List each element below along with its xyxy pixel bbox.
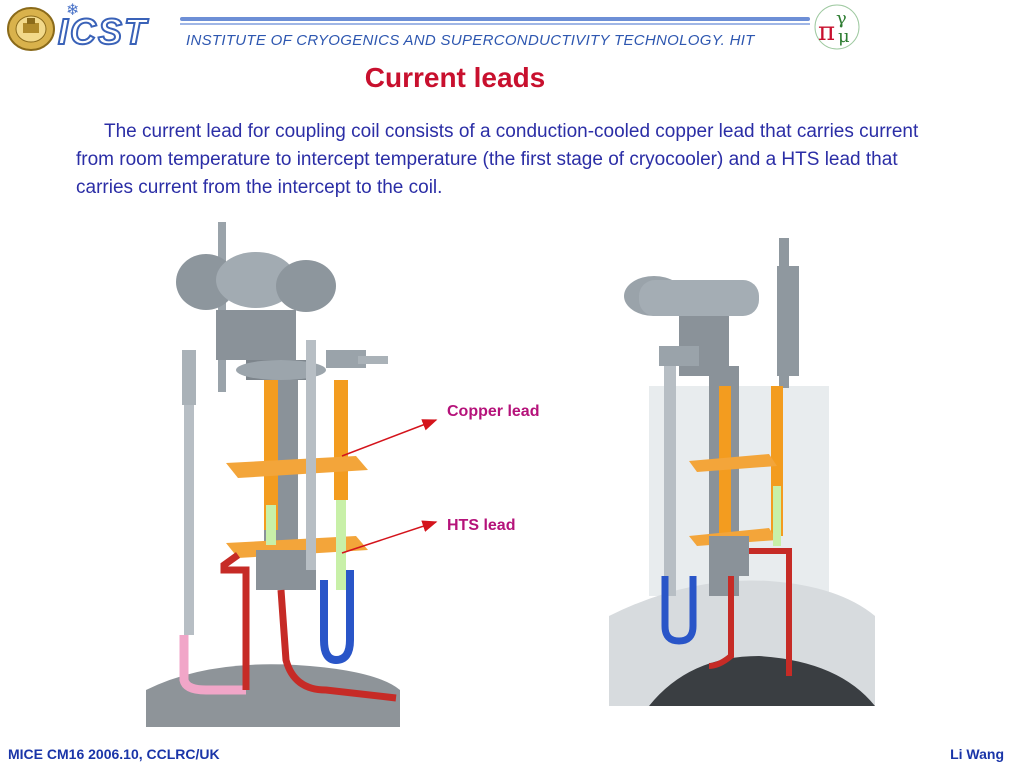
current-lead-render-left: [146, 220, 400, 727]
svg-text:μ: μ: [838, 26, 850, 47]
description-paragraph: The current lead for coupling coil consi…: [76, 121, 919, 198]
hts-lead-label: HTS lead: [447, 517, 516, 534]
banner-line-thin: [180, 23, 810, 25]
institute-name: INSTITUTE OF CRYOGENICS AND SUPERCONDUCT…: [186, 32, 755, 49]
footer-event: MICE CM16 2006.10, CCLRC/UK: [8, 746, 220, 762]
copper-lead-label: Copper lead: [447, 403, 540, 420]
icst-logo: ICST: [57, 11, 149, 52]
university-seal-icon: [7, 7, 55, 51]
svg-text:γ: γ: [836, 8, 847, 29]
pi-mu-logo-icon: π γ μ: [814, 4, 860, 50]
header: ❄ ICST INSTITUTE OF CRYOGENICS AND SUPER…: [0, 0, 1024, 58]
snowflake-icon: ❄: [66, 2, 80, 19]
footer-author: Li Wang: [950, 746, 1004, 762]
current-lead-render-right: [609, 236, 875, 706]
slide-title: Current leads: [364, 62, 546, 93]
svg-text:π: π: [818, 17, 835, 47]
banner-line: [180, 17, 810, 21]
